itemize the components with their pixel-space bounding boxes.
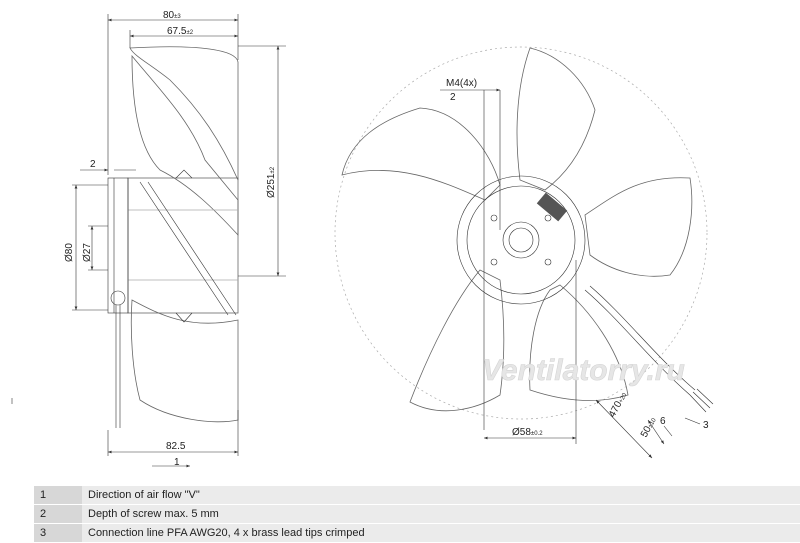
callout-1: 1 (174, 457, 180, 468)
side-cable (115, 305, 121, 428)
callout-3: 3 (703, 420, 709, 431)
legend-text: Connection line PFA AWG20, 4 x brass lea… (82, 523, 800, 543)
front-blade-1 (516, 47, 596, 191)
screw-hole (544, 214, 552, 222)
side-blade-top (129, 46, 239, 181)
front-outer-circle (334, 46, 708, 420)
legend-text: Depth of screw max. 5 mm (82, 504, 800, 524)
side-flange (107, 177, 129, 314)
front-blade-2 (341, 107, 501, 201)
dim-2-side: 2 (90, 159, 96, 170)
dim-d27: Ø27 (82, 243, 93, 262)
table-row: 2 Depth of screw max. 5 mm (34, 504, 800, 524)
front-cable (584, 285, 696, 396)
dim-6: 6 (660, 416, 666, 427)
legend-text: Direction of air flow "V" (82, 486, 800, 505)
screw-hole (544, 258, 552, 266)
dim-d80: Ø80 (64, 243, 75, 262)
front-hub-inner (502, 221, 540, 259)
side-view: 80±3 67.5±2 2 Ø80 Ø27 Ø251±2 82.5 1 (64, 10, 286, 468)
side-blade-upper (131, 54, 239, 237)
screw-hole (490, 258, 498, 266)
thread-callout: M4(4x) (446, 78, 477, 89)
dim-82-5: 82.5 (166, 441, 186, 452)
table-row: 3 Connection line PFA AWG20, 4 x brass l… (34, 523, 800, 543)
technical-drawing: 80±3 67.5±2 2 Ø80 Ø27 Ø251±2 82.5 1 (11, 10, 714, 468)
screw-hole (490, 214, 498, 222)
table-row: 1 Direction of air flow "V" (34, 486, 800, 505)
dim-67-5: 67.5±2 (167, 26, 194, 37)
front-blade-4 (529, 284, 629, 401)
front-hub-outer (456, 175, 586, 305)
front-hub-ring (466, 185, 576, 295)
front-blade-5 (584, 177, 693, 277)
side-blade-lower (130, 299, 239, 423)
dim-d251: Ø251±2 (266, 166, 277, 198)
dim-50: 50±10 (639, 415, 659, 439)
front-view: M4(4x) 2 Ø58±0.2 470+20 50±10 6 3 (334, 46, 714, 459)
front-blade-3 (409, 269, 505, 412)
side-cable-gland (110, 290, 126, 306)
label-plate (536, 192, 568, 222)
callout-2: 2 (450, 92, 456, 103)
legend-num: 1 (34, 486, 82, 505)
dim-80: 80±3 (163, 10, 181, 21)
legend-num: 2 (34, 504, 82, 524)
dim-d58: Ø58±0.2 (512, 427, 543, 438)
legend-table: 1 Direction of air flow "V" 2 Depth of s… (34, 486, 800, 543)
dim-470: 470+20 (607, 390, 630, 419)
watermark: Ventilatorry.ru (482, 354, 685, 387)
